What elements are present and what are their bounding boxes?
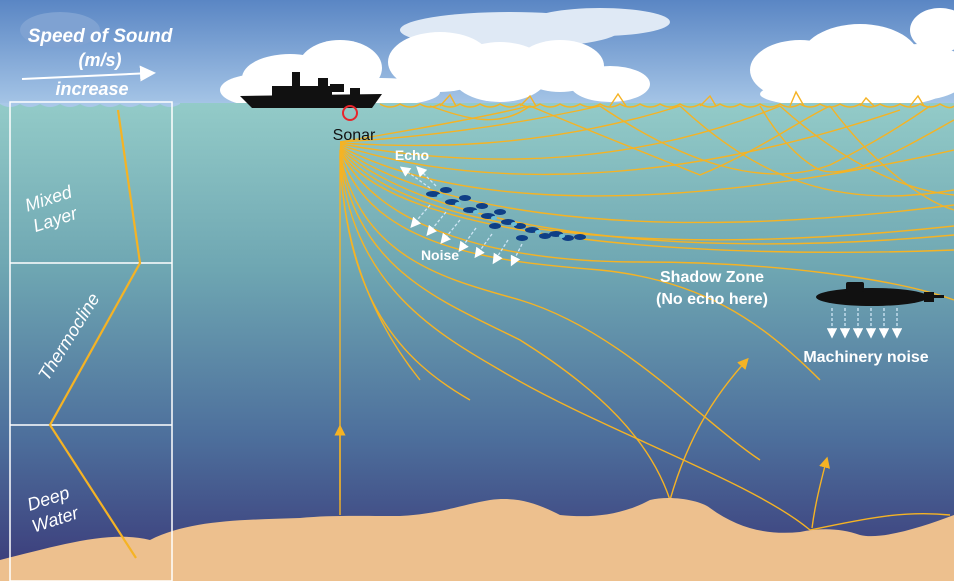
machinery-noise-label: Machinery noise <box>803 349 928 366</box>
shadow-zone-label: Shadow Zone <box>660 269 764 286</box>
sound-rays <box>334 90 954 531</box>
noise-arrows <box>410 204 523 267</box>
shadow-zone-sublabel: (No echo here) <box>656 291 768 308</box>
increase-arrow <box>21 65 156 82</box>
fish-school <box>426 187 586 241</box>
speed-units: (m/s) <box>78 50 121 70</box>
sonar-ring-icon <box>342 105 358 121</box>
speed-title: Speed of Sound <box>28 26 173 47</box>
surface-waves <box>0 103 180 107</box>
echo-arrows <box>399 166 437 189</box>
seabed <box>0 497 954 581</box>
increase-label: increase <box>55 79 128 99</box>
speed-profile-panel <box>9 65 173 581</box>
sonar-label: Sonar <box>333 127 376 144</box>
ocean <box>0 103 954 581</box>
speed-profile-curve <box>48 109 142 559</box>
echo-label: Echo <box>395 147 429 163</box>
noise-label: Noise <box>421 247 459 263</box>
ship-icon <box>240 72 382 108</box>
submarine-icon <box>816 282 944 306</box>
